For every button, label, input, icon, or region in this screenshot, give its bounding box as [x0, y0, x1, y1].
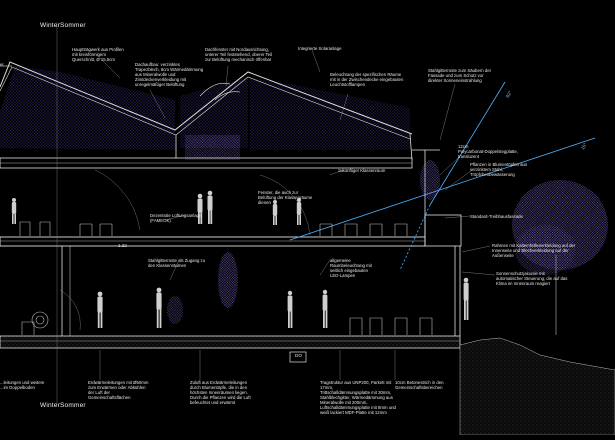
tree-right [512, 180, 608, 335]
note-windows-upper: Fenster, die auch zur Belüftung der Klas… [258, 190, 313, 205]
section-tag: DO [295, 353, 302, 358]
note-frame: Rahmen mit Kaltemhülleverkleidung auf de… [492, 243, 576, 258]
note-concrete: 10cm Betonestrich in den Gemeinschaftsbe… [395, 380, 444, 390]
dimension-label: 1.22 [118, 243, 127, 248]
leader-lines [99, 49, 496, 380]
note-solar: Integrierte Solaranlage [298, 46, 342, 51]
terrain-right [459, 337, 615, 436]
upper-glazing [0, 66, 410, 160]
sun-rays [289, 81, 596, 271]
note-lighting-lower: allgemeine Raumbeleuchtung mit seitlich … [330, 258, 372, 278]
note-left-top: er [0, 62, 4, 67]
ground-plants [167, 160, 440, 324]
note-roof-main: Hauptträgwerk aus Profilen mit kreisförm… [72, 47, 124, 62]
roof-structure [0, 61, 413, 161]
people [11, 190, 469, 328]
note-plants: Pflanzen in Blumentöpfen aus verzinktem … [470, 162, 528, 177]
label-summer-top: Sommer [60, 22, 86, 29]
label-winter-top: Winter [40, 22, 60, 29]
note-polycarbonate: 12cm Polycarbonat-Doppelstegplatte, tran… [458, 144, 518, 159]
note-roof-north: Dachfenster mit Nordausrichtung, unterer… [205, 47, 272, 62]
ground-slab [0, 335, 461, 363]
note-roof-insulated: Dachaufbau: verzinktes Trapezblech, 8cm … [135, 62, 204, 87]
note-floor-structure: Tragstruktur aus UNP200, Parkett mit 17m… [320, 380, 396, 415]
note-lighting-upper: Beleuchtung der spezifischen Räume mit i… [330, 72, 404, 87]
lower-furniture [21, 311, 433, 335]
upper-furniture [19, 221, 408, 236]
note-future-class: zukünftiger Klassenraum [338, 168, 386, 173]
label-summer-bottom: Sommer [60, 402, 86, 409]
note-wall-steel: Stahlgitterroste zum Säubern der Fassade… [428, 68, 492, 83]
note-sunshade: Sonnenschutzjalousie mit automatischer S… [496, 271, 568, 286]
upper-slab [0, 157, 413, 169]
middle-slab [0, 236, 426, 336]
note-stair: Stahlgitterroste als Zugang zu den Klass… [148, 258, 206, 268]
section-guides [56, 22, 311, 405]
note-fresh-air: Zuluft aus Erdwärmeleitungen durch Blume… [190, 380, 251, 405]
note-earth-pipes: Erdwärmeleitungen mit Ø50mm zum Erwärmen… [88, 380, 149, 400]
note-fixed-facade: Standard-Treibhausfassade [470, 214, 523, 219]
label-winter-bottom: Winter [40, 402, 60, 409]
note-left-bottom: ...leitungen und weitere ...im Doppelbod… [0, 380, 45, 390]
note-ventilation-box: Dezentrale Lüftungsanlage (FAMEOK) [150, 213, 202, 223]
